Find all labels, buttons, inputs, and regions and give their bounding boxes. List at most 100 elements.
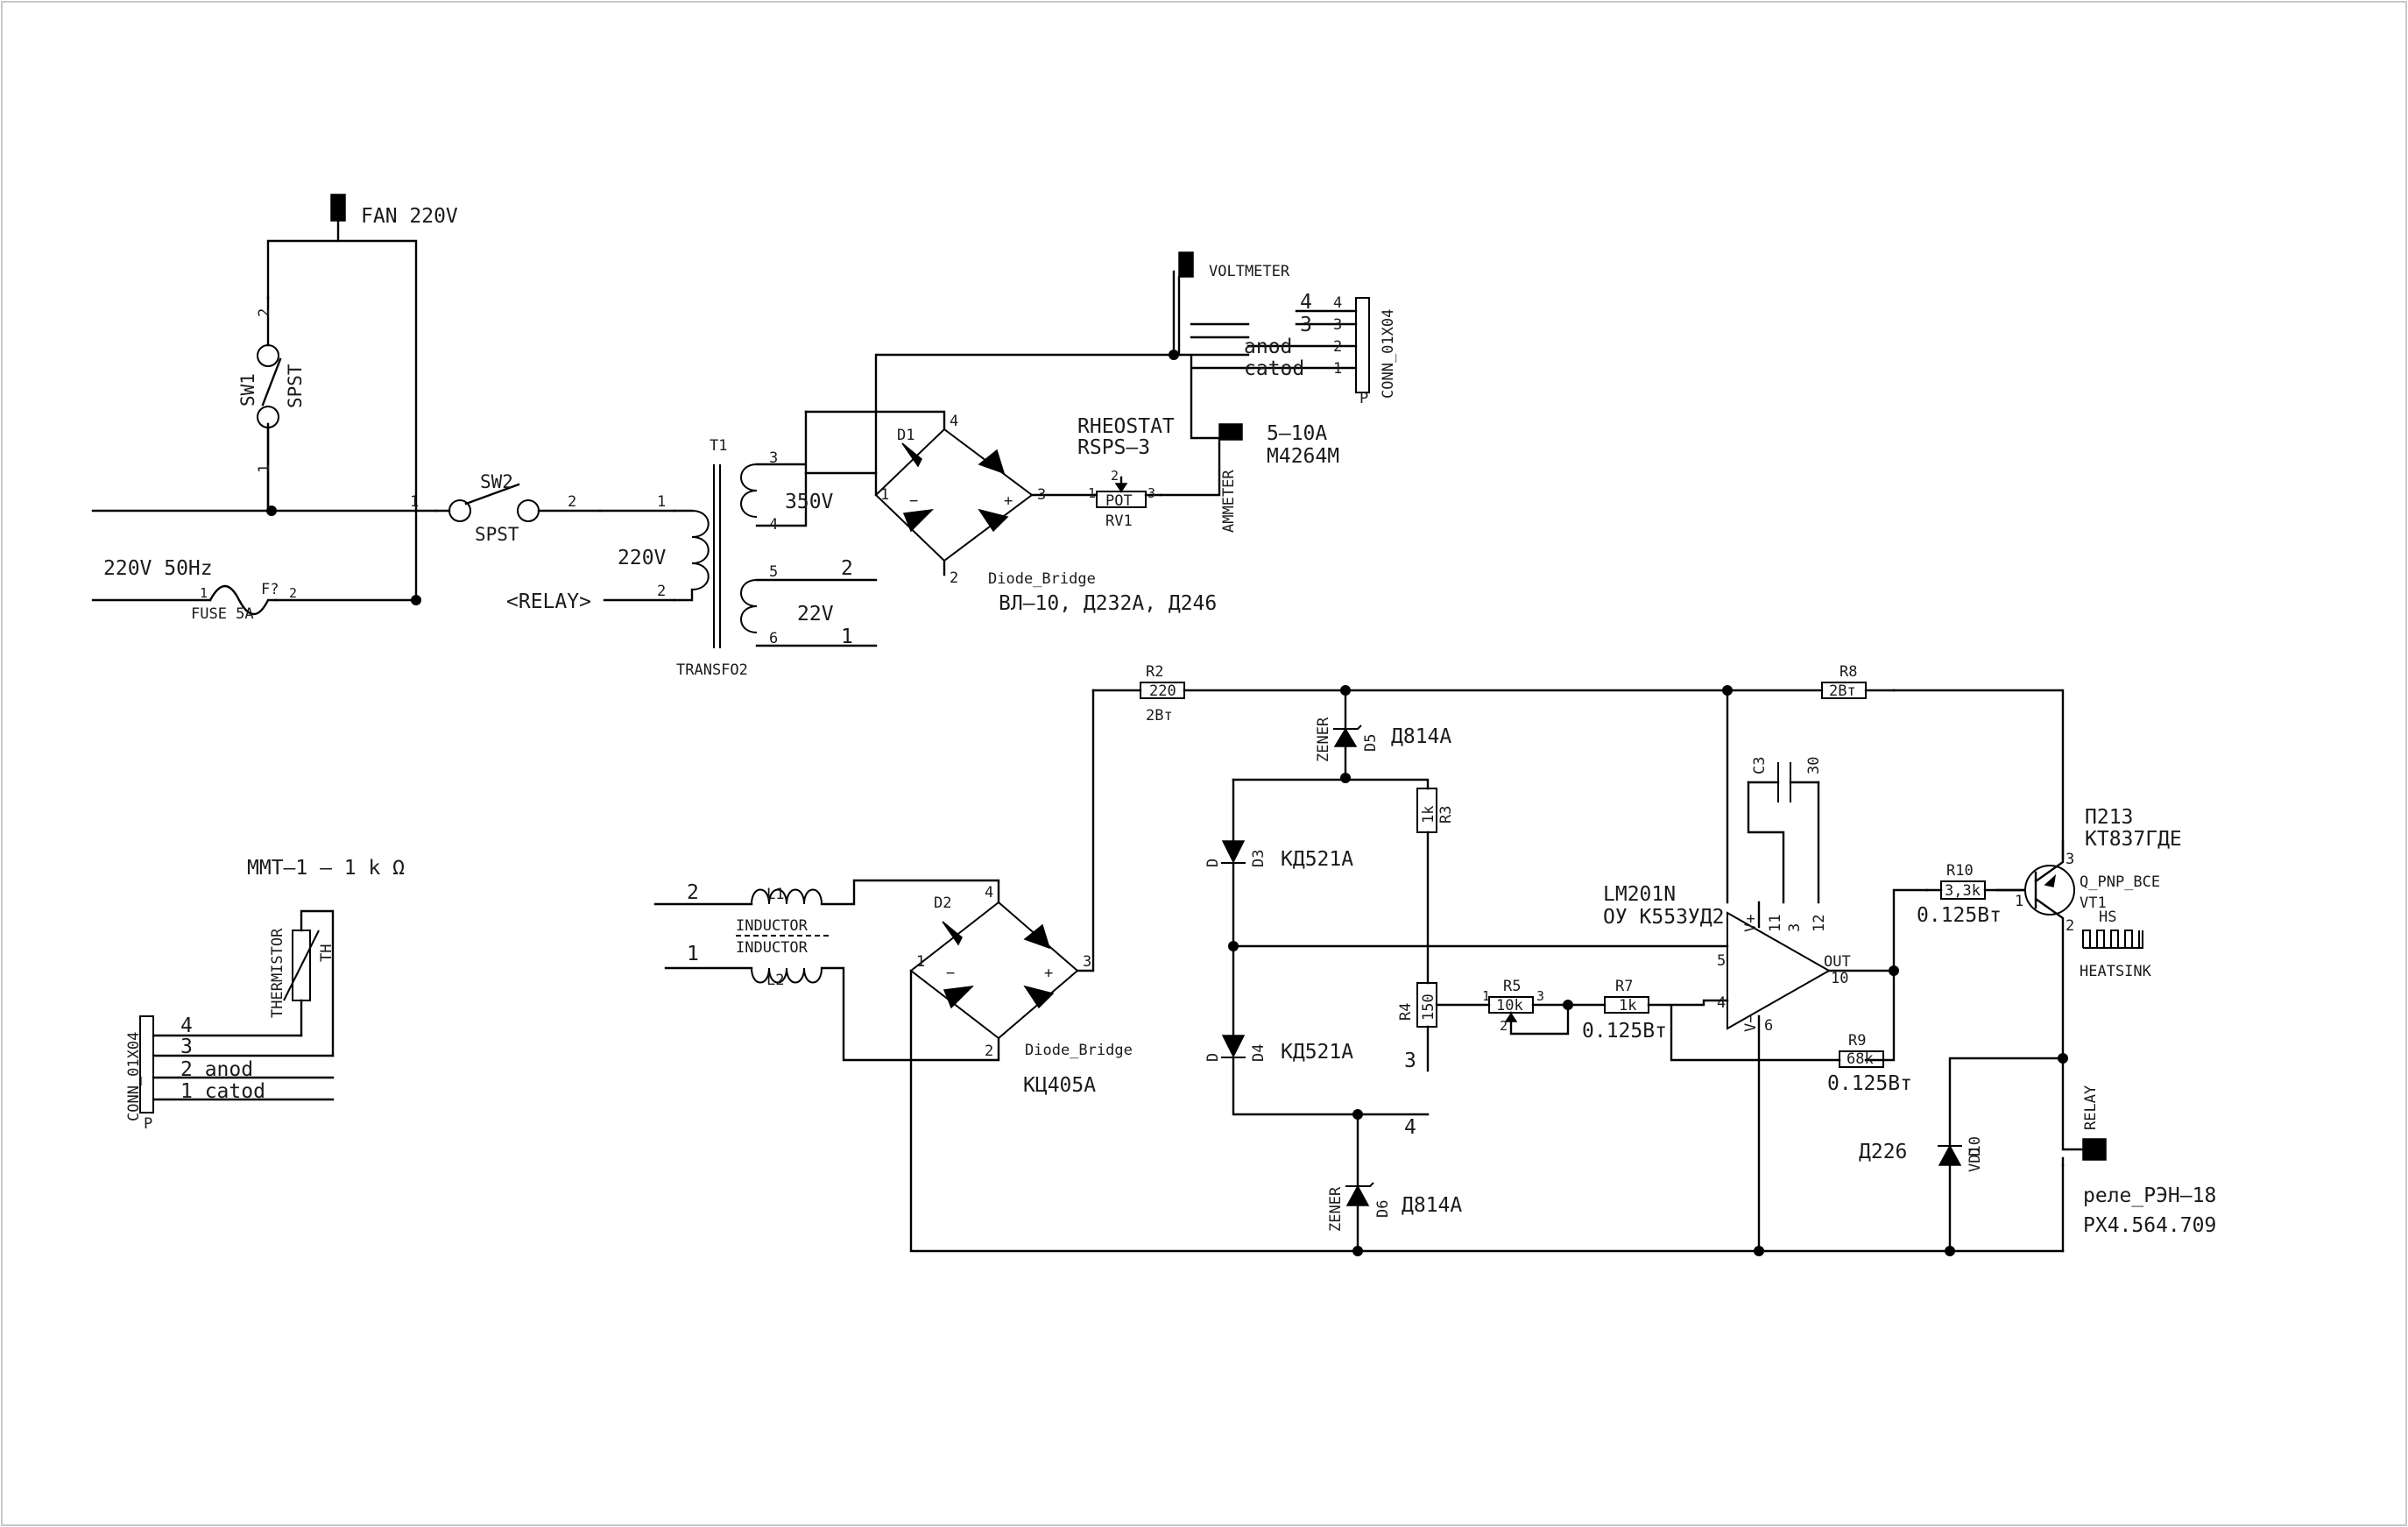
- d1-pin1: 1: [880, 486, 889, 504]
- inductor-b: INDUCTOR: [736, 939, 809, 957]
- d3-letter: D: [1204, 859, 1222, 867]
- opamp-p12: 12: [1811, 915, 1828, 932]
- rheostat-model: RSPS–3: [1077, 436, 1150, 459]
- t1-pin6: 6: [769, 630, 778, 647]
- opamp-p4: 4: [1717, 994, 1726, 1012]
- node-3: 3: [1404, 1050, 1416, 1072]
- zener-d6: ZENER: [1327, 1186, 1345, 1232]
- d1-diode-icon: [901, 442, 1009, 533]
- d3-value: КД521А: [1281, 848, 1353, 871]
- t1-value: TRANSFO2: [676, 661, 748, 679]
- sw1-pin2: 2: [256, 308, 273, 317]
- t1-pin4: 4: [769, 516, 778, 534]
- inductor-a: INDUCTOR: [736, 917, 809, 935]
- sw2-pin2: 2: [568, 493, 576, 511]
- l2-inductor-icon: [751, 967, 823, 984]
- opamp-vp: V+: [1742, 915, 1760, 932]
- thermistor-section: MMT–1 – 1 k Ω THERMISTOR TH 4 3 2 anod 1…: [125, 857, 405, 1133]
- voltmeter-label: VOLTMETER: [1209, 263, 1290, 280]
- vt1-pin1: 1: [2015, 893, 2023, 910]
- r10-value: 3,3k: [1945, 882, 1981, 900]
- d5-zener-icon: [1333, 727, 1358, 747]
- vt1-pin3: 3: [2066, 851, 2074, 868]
- bridge-d1: D1 Diode_Bridge ВЛ–10, Д232А, Д246 1 2 3…: [804, 410, 1217, 615]
- d4-letter: D: [1204, 1053, 1222, 1062]
- d2-part: КЦ405А: [1023, 1074, 1096, 1097]
- d1-pin2: 2: [950, 569, 958, 587]
- rheostat-meters: RHEOSTAT RSPS–3 POT RV1 1 2 3 VOLTMETER …: [874, 251, 1397, 533]
- fan-label: FAN 220V: [361, 205, 458, 228]
- vd10-ref: VD10: [1967, 1136, 1984, 1172]
- d1-pin4: 4: [950, 413, 958, 430]
- ammeter-label: AMMETER: [1220, 470, 1238, 533]
- rv1-pin2: 2: [1111, 468, 1119, 484]
- vd10-value: Д226: [1859, 1141, 1907, 1163]
- relay-contact-label: <RELAY>: [506, 590, 591, 613]
- t1-out-2: 2: [841, 557, 853, 580]
- r9-power: 0.125Вт: [1827, 1072, 1912, 1095]
- d1-ref: D1: [897, 427, 914, 444]
- d1-parts: ВЛ–10, Д232А, Д246: [999, 592, 1217, 615]
- ammeter-range: 5–10A: [1267, 422, 1327, 445]
- regulator-section: R2 220 2Вт R8 2Вт ZENER D5 Д814А 1k R3 D…: [1091, 663, 2216, 1256]
- r5-pin1: 1: [1482, 988, 1490, 1004]
- sw1-ref: SW1: [237, 373, 258, 406]
- r7-power: 0.125Вт: [1582, 1020, 1667, 1043]
- t1-22v: 22V: [797, 603, 834, 626]
- d6-ref: D6: [1374, 1200, 1392, 1218]
- conn-a-n3: 3: [1333, 316, 1342, 334]
- t1-350v: 350V: [785, 491, 834, 513]
- rheostat-label: RHEOSTAT: [1077, 415, 1175, 438]
- sw2-ref: SW2: [480, 471, 513, 492]
- r10-ref: R10: [1946, 862, 1974, 880]
- conn-a-n2: 2: [1333, 338, 1342, 356]
- d2-plus: +: [1044, 965, 1053, 982]
- node-4: 4: [1404, 1116, 1416, 1139]
- d1-minus: −: [909, 492, 918, 510]
- opamp-vm: V−: [1742, 1014, 1760, 1032]
- opamp-p6: 6: [1764, 1017, 1773, 1035]
- d6-zener-icon: [1345, 1184, 1370, 1206]
- vt1-ref: VT1: [2080, 894, 2107, 912]
- conn-b-body: [139, 1015, 154, 1113]
- conn-a-3: 3: [1300, 314, 1312, 336]
- heatsink-hs: HS: [2099, 908, 2116, 926]
- voltmeter-connector-icon: [1178, 251, 1194, 278]
- conn-a-n4: 4: [1333, 294, 1342, 312]
- ammeter-model: M4264M: [1267, 445, 1339, 468]
- opamp-p5: 5: [1717, 952, 1726, 970]
- fuse-pin2: 2: [289, 585, 297, 601]
- vt1-pin2: 2: [2066, 917, 2074, 935]
- heatsink-icon: [2082, 930, 2143, 949]
- r4-value: 150: [1420, 993, 1437, 1021]
- d3-diode-icon: [1221, 840, 1246, 864]
- d4-value: КД521А: [1281, 1041, 1353, 1064]
- l1-inductor-icon: [751, 888, 823, 905]
- vd10-diode-icon: [1938, 1144, 1962, 1166]
- r2-value: 220: [1149, 682, 1176, 700]
- conn-b-4: 4: [180, 1014, 193, 1037]
- d2-ref: D2: [934, 894, 951, 912]
- r9-body: [1839, 1050, 1884, 1068]
- rv1-pin1: 1: [1088, 485, 1096, 501]
- opamp-ru: ОУ К553УД2: [1603, 906, 1724, 929]
- th-label: TH: [318, 944, 335, 962]
- d4-diode-icon: [1221, 1035, 1246, 1058]
- relay-connector-icon: [2082, 1138, 2107, 1161]
- input-2: 2: [687, 881, 699, 904]
- t1-pin3: 3: [769, 449, 778, 467]
- thermistor-label: THERMISTOR: [269, 928, 286, 1018]
- t1-secondary-winding-icon: [740, 463, 758, 633]
- heatsink-label: HEATSINK: [2080, 963, 2152, 980]
- conn-b-1: 1 catod: [180, 1080, 265, 1103]
- l2-ref: L2: [766, 972, 784, 989]
- fuse-pin1: 1: [200, 585, 208, 601]
- ammeter-connector-icon: [1218, 423, 1243, 441]
- conn-a-ref: CONN_01X04: [1380, 309, 1397, 399]
- d4-ref: D4: [1250, 1044, 1268, 1062]
- opamp-model: LM201N: [1603, 883, 1676, 906]
- opamp-out: OUT: [1824, 953, 1851, 971]
- rv1-pin3: 3: [1148, 485, 1155, 501]
- vt1-transistor-icon: [2024, 865, 2075, 915]
